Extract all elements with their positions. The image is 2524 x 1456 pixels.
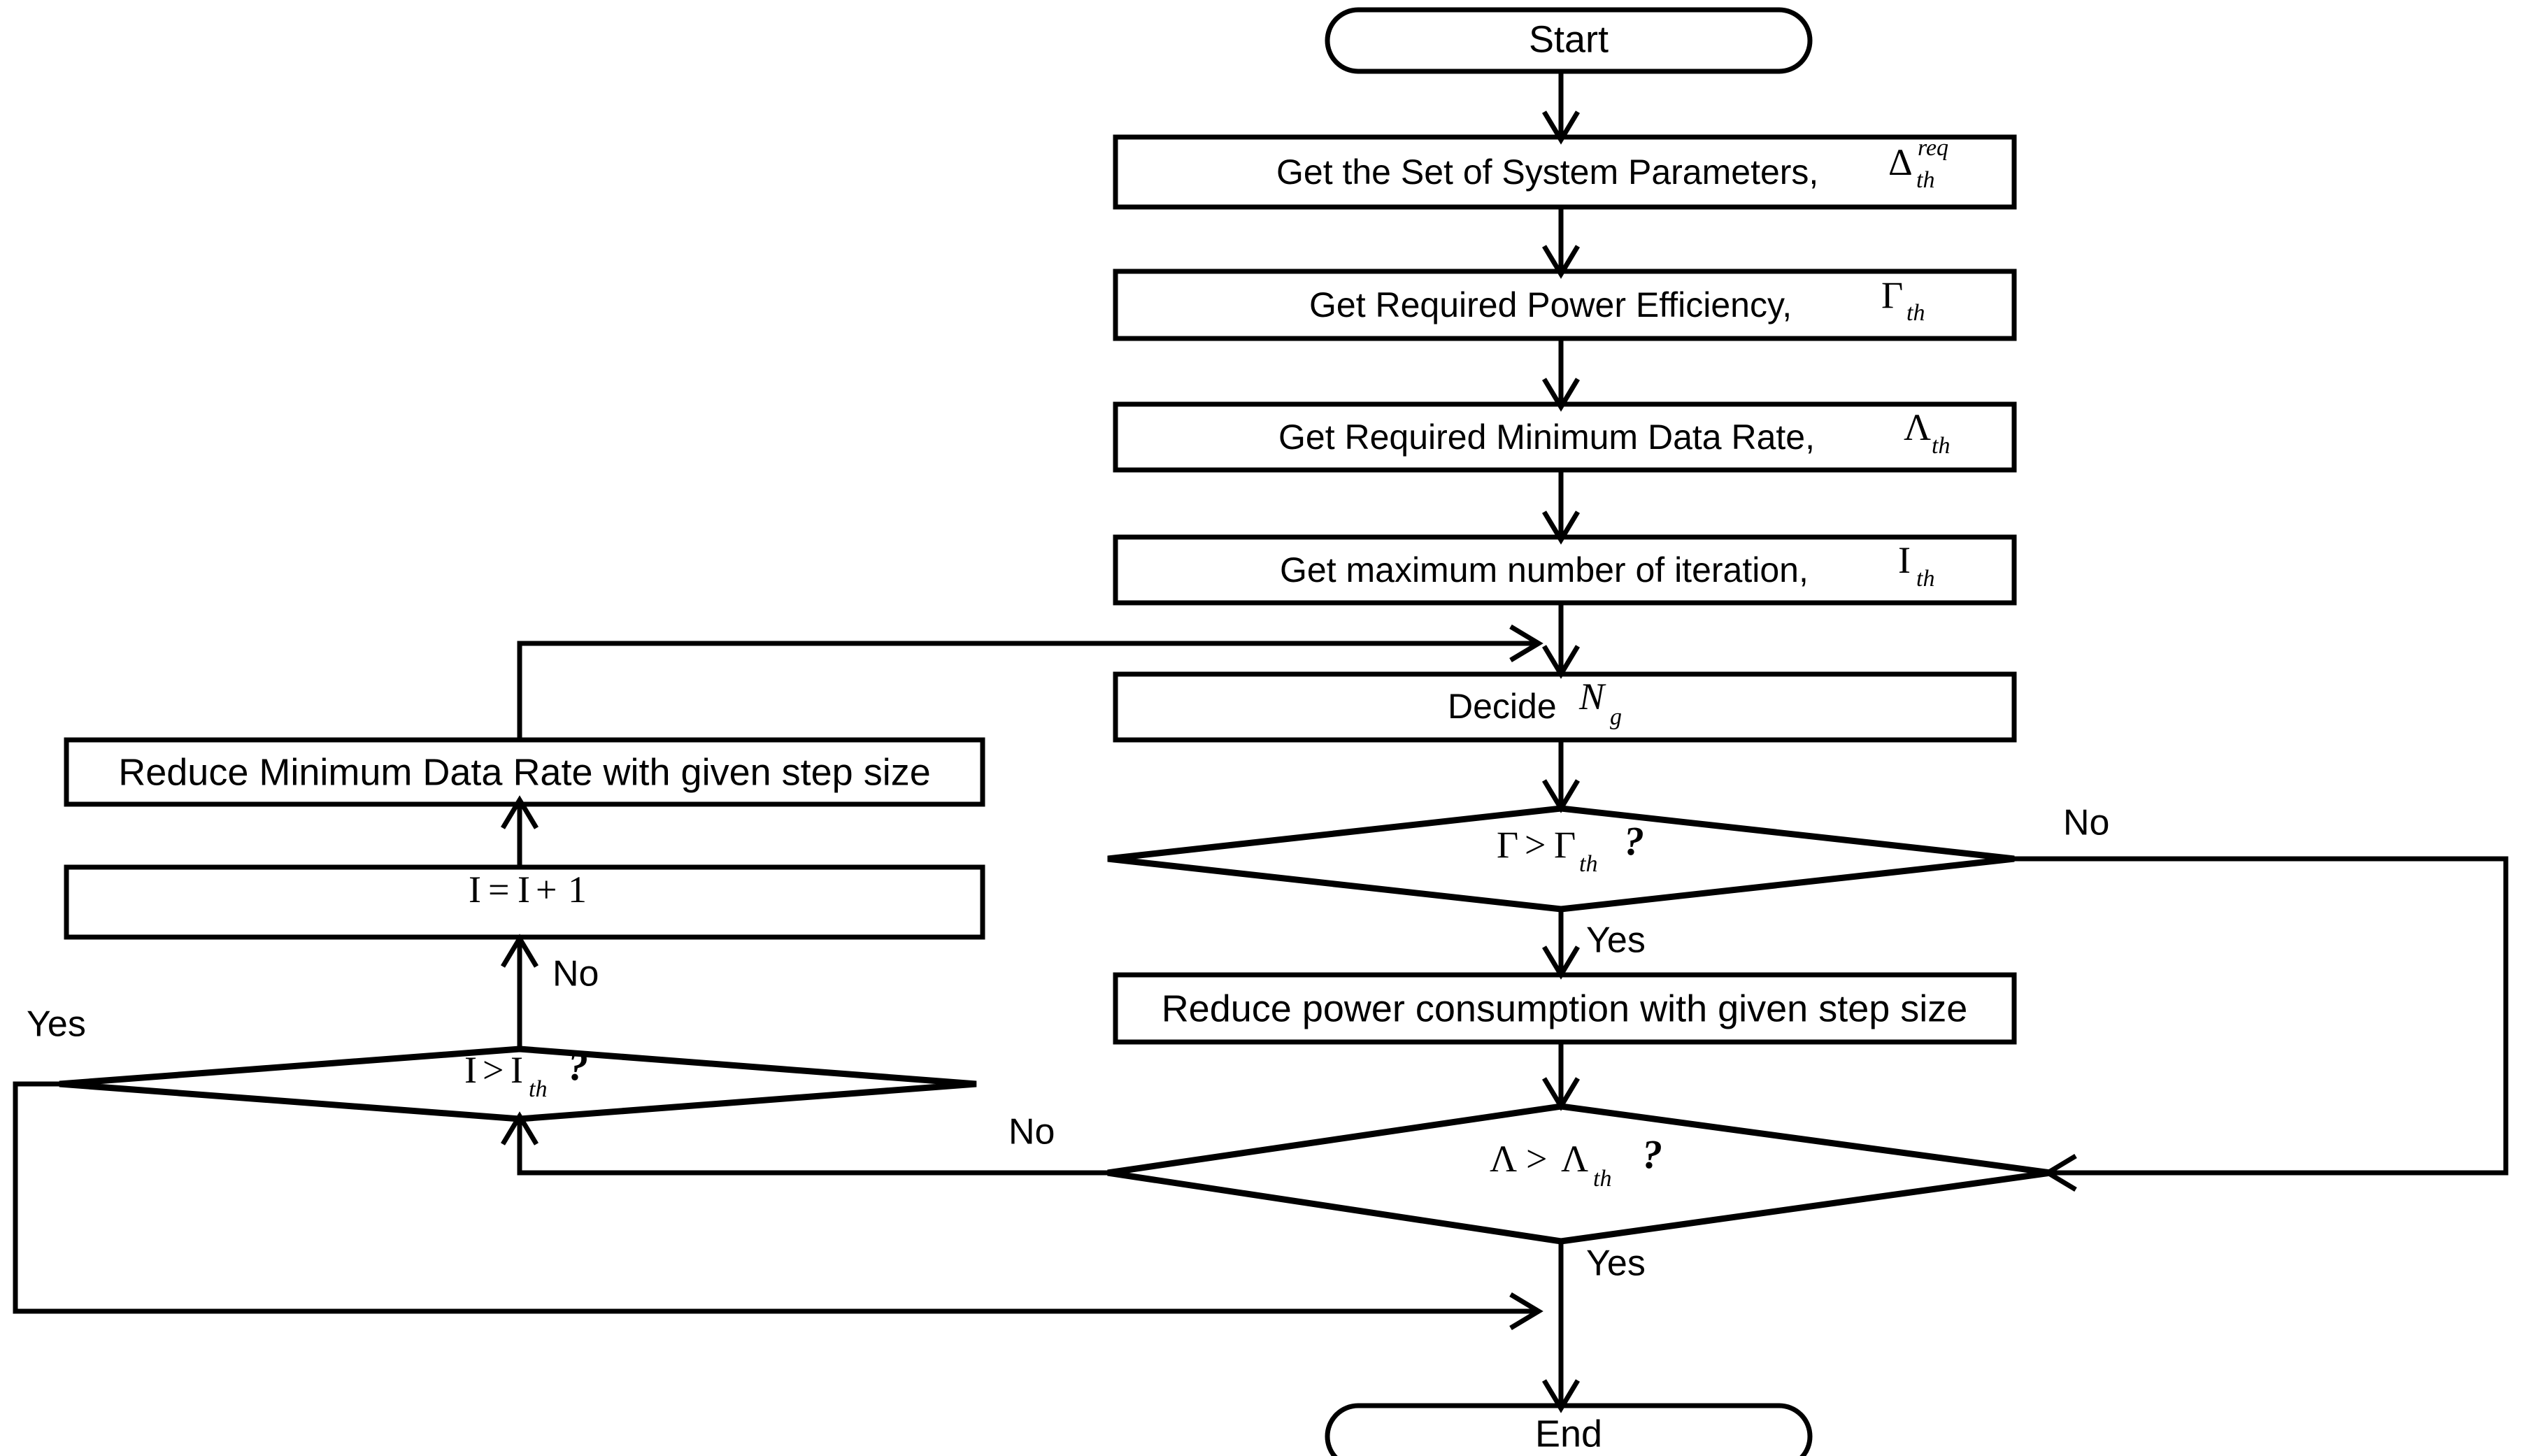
node-start-label: Start (1529, 18, 1609, 60)
node-check-gamma[interactable]: Γ > Γ th ? (1107, 805, 2015, 913)
node-reduce-power[interactable]: Reduce power consumption with given step… (1113, 972, 2017, 1045)
node-decide-ng[interactable]: Decide N g (1113, 671, 2017, 743)
edge-label-iter-yes: Yes (27, 1004, 86, 1045)
edge-start-to-get-params (1541, 70, 1581, 145)
node-get-min-data-rate-symbol: Λ (1904, 406, 1931, 448)
node-get-power-efficiency-symbol-sub: th (1906, 300, 1925, 326)
edge-iter-yes-to-end (13, 1081, 1543, 1331)
node-check-iteration-rhs-sub: th (529, 1076, 547, 1102)
node-check-gamma-rhs: Γ (1554, 824, 1576, 866)
node-decide-ng-symbol-sub: g (1610, 704, 1622, 730)
node-check-gamma-question: ? (1624, 818, 1644, 864)
node-increment-lhs: I (469, 869, 481, 911)
node-get-max-iterations-symbol-sub: th (1916, 566, 1934, 592)
node-check-gamma-lhs: Γ (1497, 824, 1518, 866)
node-get-params-symbol: Δ (1888, 141, 1913, 183)
node-check-iteration-lhs: I (464, 1049, 477, 1091)
node-reduce-min-data-rate-label: Reduce Minimum Data Rate with given step… (118, 751, 931, 793)
node-check-iteration-question: ? (568, 1043, 588, 1089)
node-get-params-symbol-sub: th (1916, 167, 1934, 193)
edge-gamma-no-to-check-lambda (2014, 856, 2509, 1192)
node-check-iteration-op: > (483, 1049, 504, 1091)
node-check-iteration-rhs: I (511, 1049, 523, 1091)
node-get-min-data-rate-label: Get Required Minimum Data Rate, (1278, 417, 1815, 457)
node-increment-op: = (488, 869, 509, 911)
node-get-params[interactable]: Get the Set of System Parameters, Δ req … (1113, 134, 2017, 210)
edge-lambda-yes-to-end (1541, 1241, 1581, 1413)
node-get-max-iterations[interactable]: Get maximum number of iteration, I th (1113, 534, 2017, 606)
edge-power-eff-to-min-rate (1541, 338, 1581, 412)
node-check-lambda-rhs-sub: th (1593, 1166, 1611, 1192)
node-start[interactable]: Start (1325, 7, 1813, 74)
node-increment-plus: + (536, 869, 557, 911)
node-reduce-min-data-rate[interactable]: Reduce Minimum Data Rate with given step… (64, 737, 985, 807)
node-check-lambda-op: > (1526, 1138, 1547, 1180)
node-get-power-efficiency[interactable]: Get Required Power Efficiency, Γ th (1113, 269, 2017, 341)
edge-increment-to-reduce-min-rate (500, 795, 539, 867)
edge-get-params-to-power-eff (1541, 207, 1581, 279)
edge-label-lambda-yes: Yes (1586, 1243, 1646, 1284)
edge-reduce-power-to-check-lambda (1541, 1042, 1581, 1111)
edge-label-lambda-no: No (1008, 1112, 1055, 1152)
edge-label-gamma-no: No (2063, 803, 2109, 843)
edge-reduce-min-rate-to-decide (517, 624, 1543, 740)
node-increment-iteration[interactable]: I = I + 1 (64, 864, 985, 940)
node-decide-ng-symbol: N (1578, 676, 1606, 718)
node-increment-one: 1 (568, 869, 587, 911)
node-check-lambda-lhs: Λ (1490, 1138, 1517, 1180)
node-get-max-iterations-label: Get maximum number of iteration, (1280, 550, 1809, 590)
node-get-params-symbol-sup: req (1918, 135, 1948, 161)
node-check-iteration[interactable]: I > I th ? (59, 1043, 977, 1122)
node-get-power-efficiency-label: Get Required Power Efficiency, (1309, 285, 1792, 324)
node-check-lambda-rhs: Λ (1561, 1138, 1588, 1180)
node-reduce-power-label: Reduce power consumption with given step… (1162, 987, 1968, 1029)
node-check-lambda[interactable]: Λ > Λ th ? (1107, 1103, 2051, 1245)
node-check-gamma-rhs-sub: th (1579, 851, 1597, 877)
edge-label-gamma-yes: Yes (1586, 920, 1646, 961)
edge-iter-no-to-increment (500, 934, 539, 1049)
node-increment-rhs: I (518, 869, 530, 911)
edge-label-iter-no: No (552, 954, 599, 994)
node-get-max-iterations-symbol: I (1898, 539, 1911, 581)
node-get-power-efficiency-symbol: Γ (1881, 274, 1903, 316)
node-decide-ng-label: Decide (1448, 687, 1557, 726)
edge-decide-to-check-gamma (1541, 740, 1581, 813)
node-end[interactable]: End (1325, 1403, 1813, 1456)
node-check-gamma-op: > (1525, 824, 1546, 866)
edge-gamma-yes-to-reduce-power (1541, 909, 1581, 980)
edge-max-iter-to-decide (1541, 603, 1581, 679)
node-check-lambda-question: ? (1642, 1132, 1662, 1177)
edge-min-rate-to-max-iter (1541, 470, 1581, 545)
node-end-label: End (1535, 1413, 1602, 1455)
node-get-min-data-rate[interactable]: Get Required Minimum Data Rate, Λ th (1113, 401, 2017, 473)
node-get-params-label: Get the Set of System Parameters, (1276, 152, 1818, 192)
node-get-min-data-rate-symbol-sub: th (1932, 433, 1950, 459)
